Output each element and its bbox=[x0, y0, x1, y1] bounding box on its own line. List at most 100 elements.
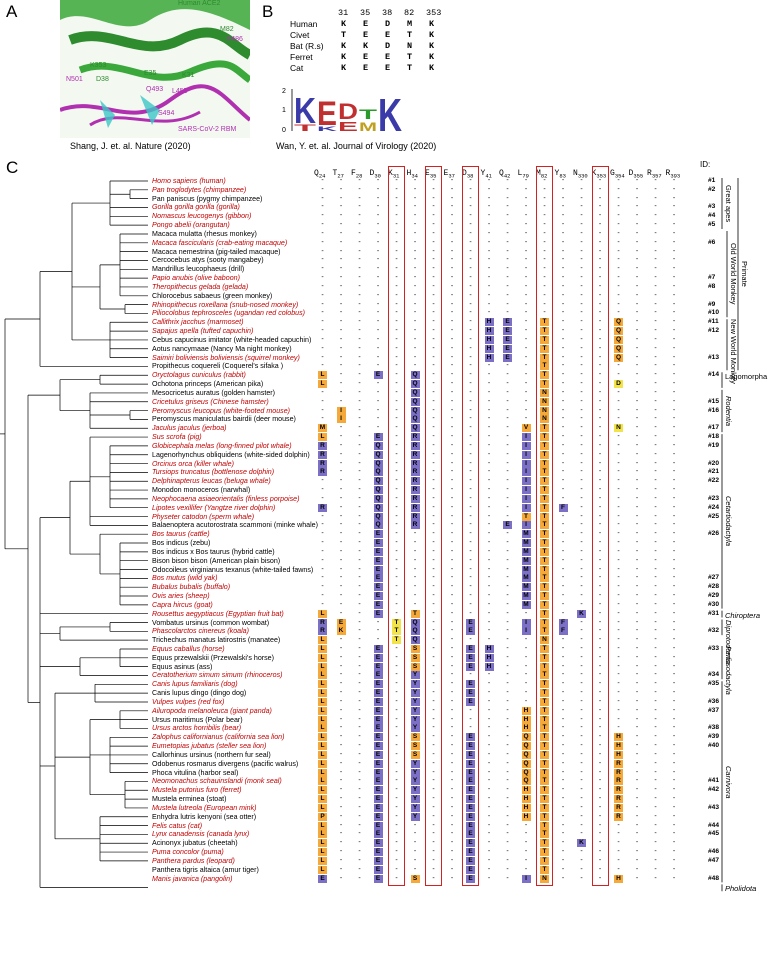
alignment-cell: - bbox=[432, 600, 435, 608]
alignment-cell: - bbox=[450, 583, 454, 591]
alignment-cell: - bbox=[358, 697, 361, 705]
alignment-cell: - bbox=[524, 203, 528, 211]
alignment-cell: - bbox=[413, 282, 417, 290]
alignment-cell: - bbox=[395, 177, 398, 184]
alignment-cell: - bbox=[339, 344, 343, 352]
alignment-cell: H bbox=[614, 742, 623, 751]
alignment-cell: - bbox=[672, 600, 676, 608]
alignment-cell: - bbox=[358, 777, 361, 785]
species-name: Ailuropoda melanoleuca (giant panda) bbox=[152, 706, 272, 715]
alignment-cell: - bbox=[561, 238, 565, 246]
alignment-cell: Q bbox=[373, 512, 383, 521]
alignment-cell: Q bbox=[373, 477, 383, 486]
alignment-cell: - bbox=[450, 530, 454, 538]
alignment-cell: N bbox=[540, 388, 549, 397]
alignment-cell: - bbox=[580, 247, 583, 255]
label-e35: E35 bbox=[144, 70, 157, 77]
alignment-cell: - bbox=[469, 344, 472, 352]
alignment-cell: - bbox=[358, 671, 361, 679]
alignment-cell: - bbox=[672, 265, 676, 273]
alignment-cell: - bbox=[395, 450, 398, 458]
alignment-cell: - bbox=[506, 468, 509, 476]
alignment-cell: - bbox=[450, 786, 454, 794]
alignment-cell: R bbox=[614, 812, 623, 821]
alignment-cell: - bbox=[432, 177, 435, 184]
alignment-cell: - bbox=[654, 565, 657, 573]
alignment-cell: - bbox=[506, 768, 509, 776]
alignment-cell: - bbox=[672, 742, 676, 750]
column-header-G354: G354 bbox=[610, 169, 625, 180]
alignment-cell: - bbox=[598, 335, 602, 343]
species-name: Monodon monoceros (narwhal) bbox=[152, 486, 251, 495]
alignment-cell: - bbox=[450, 177, 454, 184]
alignment-cell: - bbox=[561, 636, 565, 644]
alignment-cell: - bbox=[395, 459, 398, 467]
alignment-cell: - bbox=[654, 556, 657, 564]
alignment-cell: - bbox=[321, 194, 324, 202]
alignment-cell: - bbox=[395, 362, 398, 370]
alignment-cell: - bbox=[635, 265, 639, 273]
alignment-cell: H bbox=[484, 662, 494, 671]
alignment-cell: - bbox=[339, 742, 343, 750]
alignment-cell: - bbox=[561, 274, 565, 282]
alignment-cell: - bbox=[395, 380, 398, 388]
column-header-N330: N330 bbox=[573, 169, 588, 180]
alignment-cell: - bbox=[598, 653, 602, 661]
alignment-cell: E bbox=[336, 618, 346, 627]
alignment-cell: - bbox=[561, 512, 565, 520]
alignment-cell: - bbox=[395, 282, 398, 290]
alignment-cell: - bbox=[376, 335, 380, 343]
species-name: Macaca fascicularis (crab-eating macaque… bbox=[152, 238, 288, 247]
alignment-cell: - bbox=[450, 229, 454, 237]
alignment-cell: - bbox=[580, 309, 583, 317]
alignment-cell: - bbox=[487, 371, 491, 379]
alignment-cell: - bbox=[672, 856, 676, 864]
alignment-cell: M bbox=[521, 600, 531, 609]
alignment-cell: - bbox=[358, 468, 361, 476]
alignment-cell: - bbox=[617, 450, 620, 458]
alignment-cell: - bbox=[561, 318, 565, 326]
species-name: Lagenorhynchus obliquidens (white-sided … bbox=[152, 450, 310, 459]
species-name: Callithrix jacchus (marmoset) bbox=[152, 318, 244, 327]
alignment-cell: - bbox=[358, 865, 361, 873]
alignment-cell: - bbox=[654, 839, 657, 847]
alignment-cell: - bbox=[654, 177, 657, 184]
species-name: Delphinapterus leucas (beluga whale) bbox=[152, 477, 271, 486]
alignment-cell: - bbox=[376, 212, 380, 220]
group-label: Primate bbox=[740, 261, 749, 288]
alignment-cell: - bbox=[432, 265, 435, 273]
alignment-cell: - bbox=[506, 812, 509, 820]
alignment-cell: - bbox=[561, 265, 565, 273]
alignment-cell: - bbox=[561, 574, 565, 582]
alignment-cell: - bbox=[561, 653, 565, 661]
column-header-R357: R357 bbox=[647, 169, 662, 180]
alignment-cell: - bbox=[432, 742, 435, 750]
alignment-cell: - bbox=[413, 229, 417, 237]
species-name: Macaca mulatta (rhesus monkey) bbox=[152, 229, 257, 238]
alignment-cell: - bbox=[524, 309, 528, 317]
alignment-cell: - bbox=[376, 221, 380, 229]
alignment-cell: - bbox=[469, 221, 472, 229]
alignment-cell: - bbox=[617, 689, 620, 697]
alignment-cell: - bbox=[395, 706, 398, 714]
alignment-cell: - bbox=[635, 839, 639, 847]
alignment-cell: - bbox=[654, 521, 657, 529]
alignment-cell: - bbox=[487, 609, 491, 617]
alignment-cell: - bbox=[450, 618, 454, 626]
alignment-cell: Q bbox=[614, 327, 623, 336]
alignment-cell: - bbox=[506, 238, 509, 246]
species-name: Tursiops truncatus (bottlenose dolphin) bbox=[152, 468, 275, 477]
alignment-cell: T bbox=[540, 556, 549, 565]
alignment-cell: - bbox=[450, 803, 454, 811]
alignment-cell: - bbox=[561, 309, 565, 317]
alignment-cell: - bbox=[654, 185, 657, 193]
species-name: Vombatus ursinus (common wombat) bbox=[152, 618, 270, 627]
alignment-cell: - bbox=[635, 344, 639, 352]
alignment-cell: - bbox=[395, 247, 398, 255]
alignment-cell: T bbox=[540, 803, 549, 812]
column-header-K31: K31 bbox=[388, 169, 400, 180]
alignment-cell: - bbox=[376, 274, 380, 282]
alignment-cell: - bbox=[321, 583, 324, 591]
alignment-cell: - bbox=[487, 415, 491, 423]
alignment-cell: - bbox=[395, 759, 398, 767]
